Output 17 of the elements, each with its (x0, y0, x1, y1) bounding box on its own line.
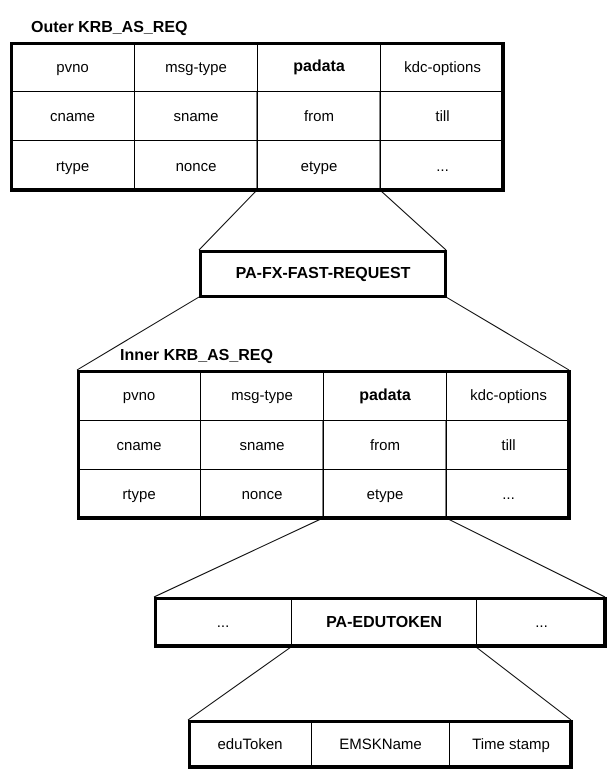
connector-line (198, 90, 258, 250)
table-cell: ... (446, 469, 571, 520)
table-cell: ... (380, 140, 505, 192)
table-heading: Outer KRB_AS_REQ (31, 19, 188, 37)
connector-line (188, 646, 292, 720)
data-table (154, 597, 606, 647)
connector-line (380, 90, 446, 250)
table-cell: Time stamp (449, 720, 573, 769)
connector-line (476, 646, 572, 720)
connector-line (76, 296, 200, 370)
table-cell: ... (476, 597, 607, 648)
connector-line (154, 420, 324, 598)
connector-line (446, 296, 570, 370)
connector-line (446, 420, 606, 598)
data-table (188, 720, 572, 768)
table-heading: Inner KRB_AS_REQ (120, 347, 273, 365)
label-box: PA-FX-FAST-REQUEST (199, 250, 447, 298)
